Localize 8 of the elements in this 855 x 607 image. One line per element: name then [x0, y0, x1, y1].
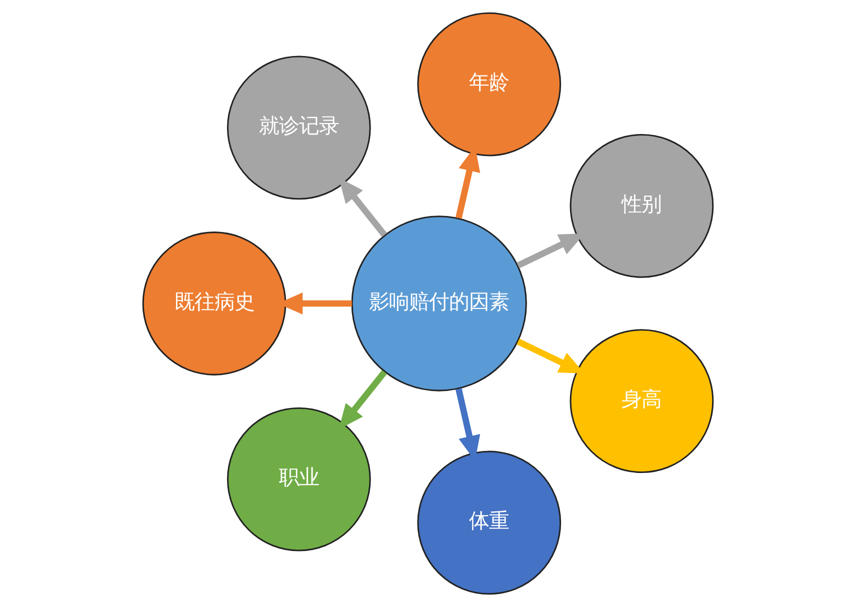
node-circle: 既往病史: [142, 232, 286, 376]
node-circle: 就诊记录: [226, 56, 370, 200]
node-circle: 身高: [569, 329, 714, 473]
node-circle: 体重: [416, 450, 561, 595]
node-circle: 影响赔付的因素: [350, 216, 526, 392]
node-circle: 年龄: [416, 12, 561, 156]
node-circle: 职业: [226, 407, 370, 552]
node-circle: 性别: [569, 134, 714, 278]
